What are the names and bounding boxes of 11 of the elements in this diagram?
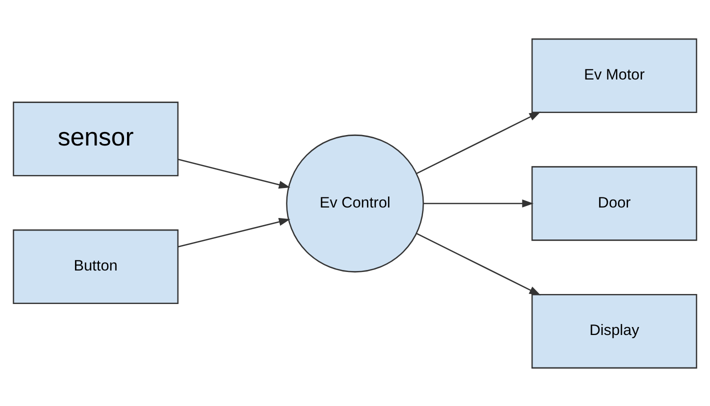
node-box: sensor bbox=[12, 101, 179, 176]
arrow bbox=[178, 217, 290, 247]
node-box: Button bbox=[12, 228, 179, 304]
node-box: Ev Motor bbox=[531, 38, 698, 113]
arrow bbox=[416, 232, 541, 295]
arrow bbox=[423, 199, 534, 207]
node-box: Door bbox=[531, 166, 698, 240]
node-box: Display bbox=[531, 293, 698, 368]
arrow bbox=[416, 111, 541, 174]
node-circle: Ev Control bbox=[286, 134, 424, 272]
arrow bbox=[178, 158, 290, 188]
